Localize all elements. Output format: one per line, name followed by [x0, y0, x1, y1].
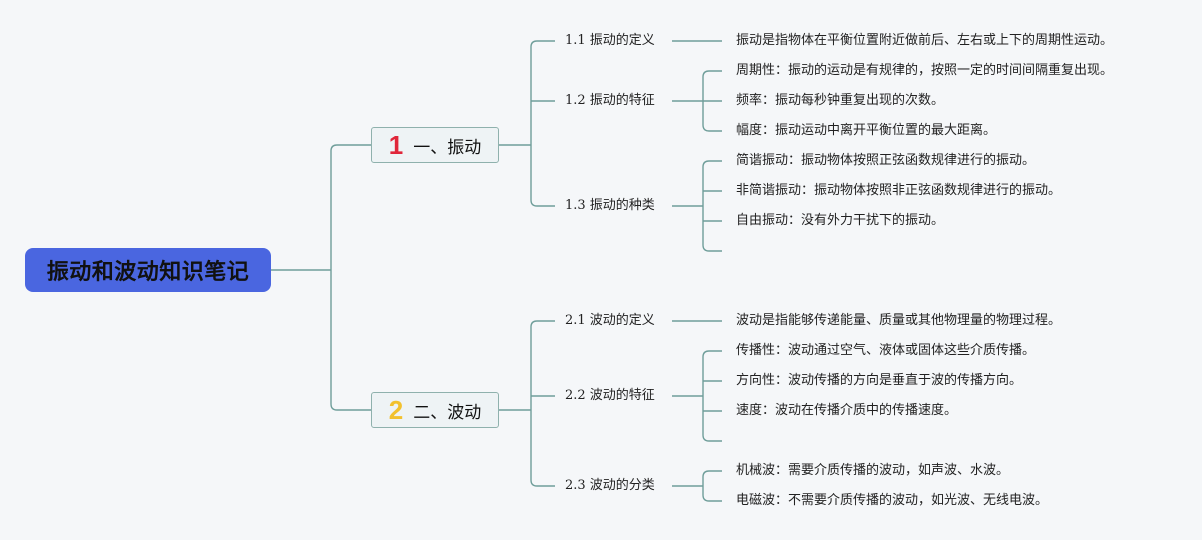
subtopic-node[interactable]: 2.2 波动的特征 [565, 388, 655, 403]
leaf-node[interactable]: 自由振动：没有外力干扰下的振动。 [736, 213, 945, 228]
leaf-node[interactable]: 电磁波：不需要介质传播的波动，如光波、无线电波。 [736, 493, 1049, 508]
b1-sub-link [530, 40, 555, 145]
b2s3-leaf-link [702, 470, 722, 486]
branch-label: 二、波动 [413, 402, 482, 423]
branch-number-badge: 2 [388, 395, 404, 425]
leaf-node[interactable]: 幅度：振动运动中离开平衡位置的最大距离。 [736, 123, 997, 138]
b1s2-leaf-link [702, 101, 722, 132]
branch-node-vibration[interactable]: 1 一、振动 [371, 127, 499, 163]
root-node[interactable]: 振动和波动知识笔记 [25, 248, 271, 292]
b2s3-leaf-link [702, 486, 722, 502]
b2-sub-link [530, 410, 555, 487]
leaf-node[interactable]: 频率：振动每秒钟重复出现的次数。 [736, 93, 945, 108]
leaf-node[interactable]: 简谐振动：振动物体按照正弦函数规律进行的振动。 [736, 153, 1036, 168]
subtopic-node[interactable]: 1.3 振动的种类 [565, 198, 655, 213]
branch-node-waves[interactable]: 2 二、波动 [371, 392, 499, 428]
root-branch-link [330, 270, 371, 411]
b1s3-leaf-link [702, 160, 722, 206]
subtopic-node[interactable]: 2.1 波动的定义 [565, 313, 655, 328]
subtopic-node[interactable]: 2.3 波动的分类 [565, 478, 655, 493]
branch-number-badge: 1 [388, 130, 404, 160]
root-branch-link [330, 144, 371, 270]
leaf-node[interactable]: 传播性：波动通过空气、液体或固体这些介质传播。 [736, 343, 1036, 358]
leaf-node[interactable]: 速度：波动在传播介质中的传播速度。 [736, 403, 958, 418]
b2s2-leaf-link [702, 350, 722, 396]
leaf-node[interactable]: 振动是指物体在平衡位置附近做前后、左右或上下的周期性运动。 [736, 33, 1114, 48]
subtopic-node[interactable]: 1.1 振动的定义 [565, 33, 655, 48]
subtopic-node[interactable]: 1.2 振动的特征 [565, 93, 655, 108]
b1s2-leaf-link [702, 70, 722, 101]
leaf-node[interactable]: 方向性：波动传播的方向是垂直于波的传播方向。 [736, 373, 1023, 388]
b1-sub-link [530, 145, 555, 207]
branch-label: 一、振动 [413, 137, 482, 158]
leaf-node[interactable]: 非简谐振动：振动物体按照非正弦函数规律进行的振动。 [736, 183, 1062, 198]
b2-sub-link [530, 320, 555, 410]
leaf-node[interactable]: 机械波：需要介质传播的波动，如声波、水波。 [736, 463, 1010, 478]
leaf-node[interactable]: 波动是指能够传递能量、质量或其他物理量的物理过程。 [736, 313, 1062, 328]
b1s3-leaf-link [702, 206, 722, 252]
root-label: 振动和波动知识笔记 [46, 260, 250, 285]
b2s2-leaf-link [702, 396, 722, 442]
leaf-node[interactable]: 周期性：振动的运动是有规律的，按照一定的时间间隔重复出现。 [736, 63, 1114, 78]
